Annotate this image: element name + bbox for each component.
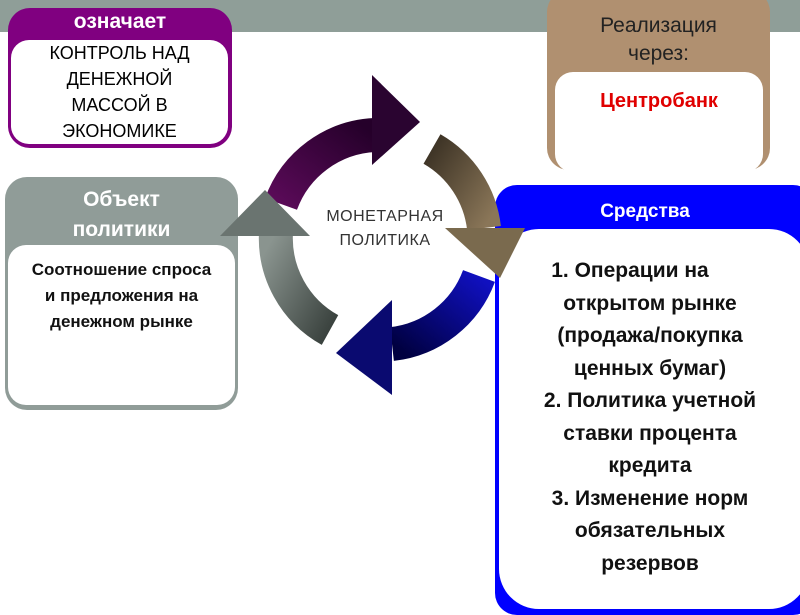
realization-box: Реализация через: Центробанк [547,0,770,172]
object-text: Соотношение спроса и предложения на дене… [31,260,212,331]
means-text: КОНТРОЛЬ НАД ДЕНЕЖНОЙ МАССОЙ В ЭКОНОМИКЕ [49,43,190,141]
tools-line: открытом рынке [563,291,737,315]
center-line-2: ПОЛИТИКА [339,232,431,249]
tools-header: Средства [600,201,690,222]
means-box: означает КОНТРОЛЬ НАД ДЕНЕЖНОЙ МАССОЙ В … [8,8,232,148]
tools-box: Средства [495,185,800,615]
tools-line: (продажа/покупка [557,324,743,347]
arrow-blue [336,269,495,395]
tools-list: 1. Операции на открытом рынке (продажа/п… [500,255,800,580]
center-label: МОНЕТАРНАЯ ПОЛИТИКА [300,205,470,253]
realization-text: Центробанк [600,90,718,112]
tools-line: 2. Политика учетной [543,389,757,412]
object-header: Объект политики [72,188,171,241]
tools-line: обязательных [574,519,726,542]
tools-line: 3. Изменение норм [551,486,749,510]
arrow-brown [423,134,525,278]
arrow-gray [220,190,339,345]
tools-line: кредита [608,454,692,477]
cycle-arrows [220,75,525,395]
arrow-purple [265,75,420,211]
tools-line: ценных бумаг) [573,356,727,380]
means-header: означает [73,10,167,33]
center-line-1: МОНЕТАРНАЯ [326,208,444,225]
tools-line: 1. Операции на [551,259,709,282]
tools-line: резервов [601,551,699,575]
realization-header: Реализация через: [600,14,717,65]
tools-line: ставки процента [563,421,737,445]
object-box: Объект политики Соотношение спроса и пре… [5,177,238,410]
